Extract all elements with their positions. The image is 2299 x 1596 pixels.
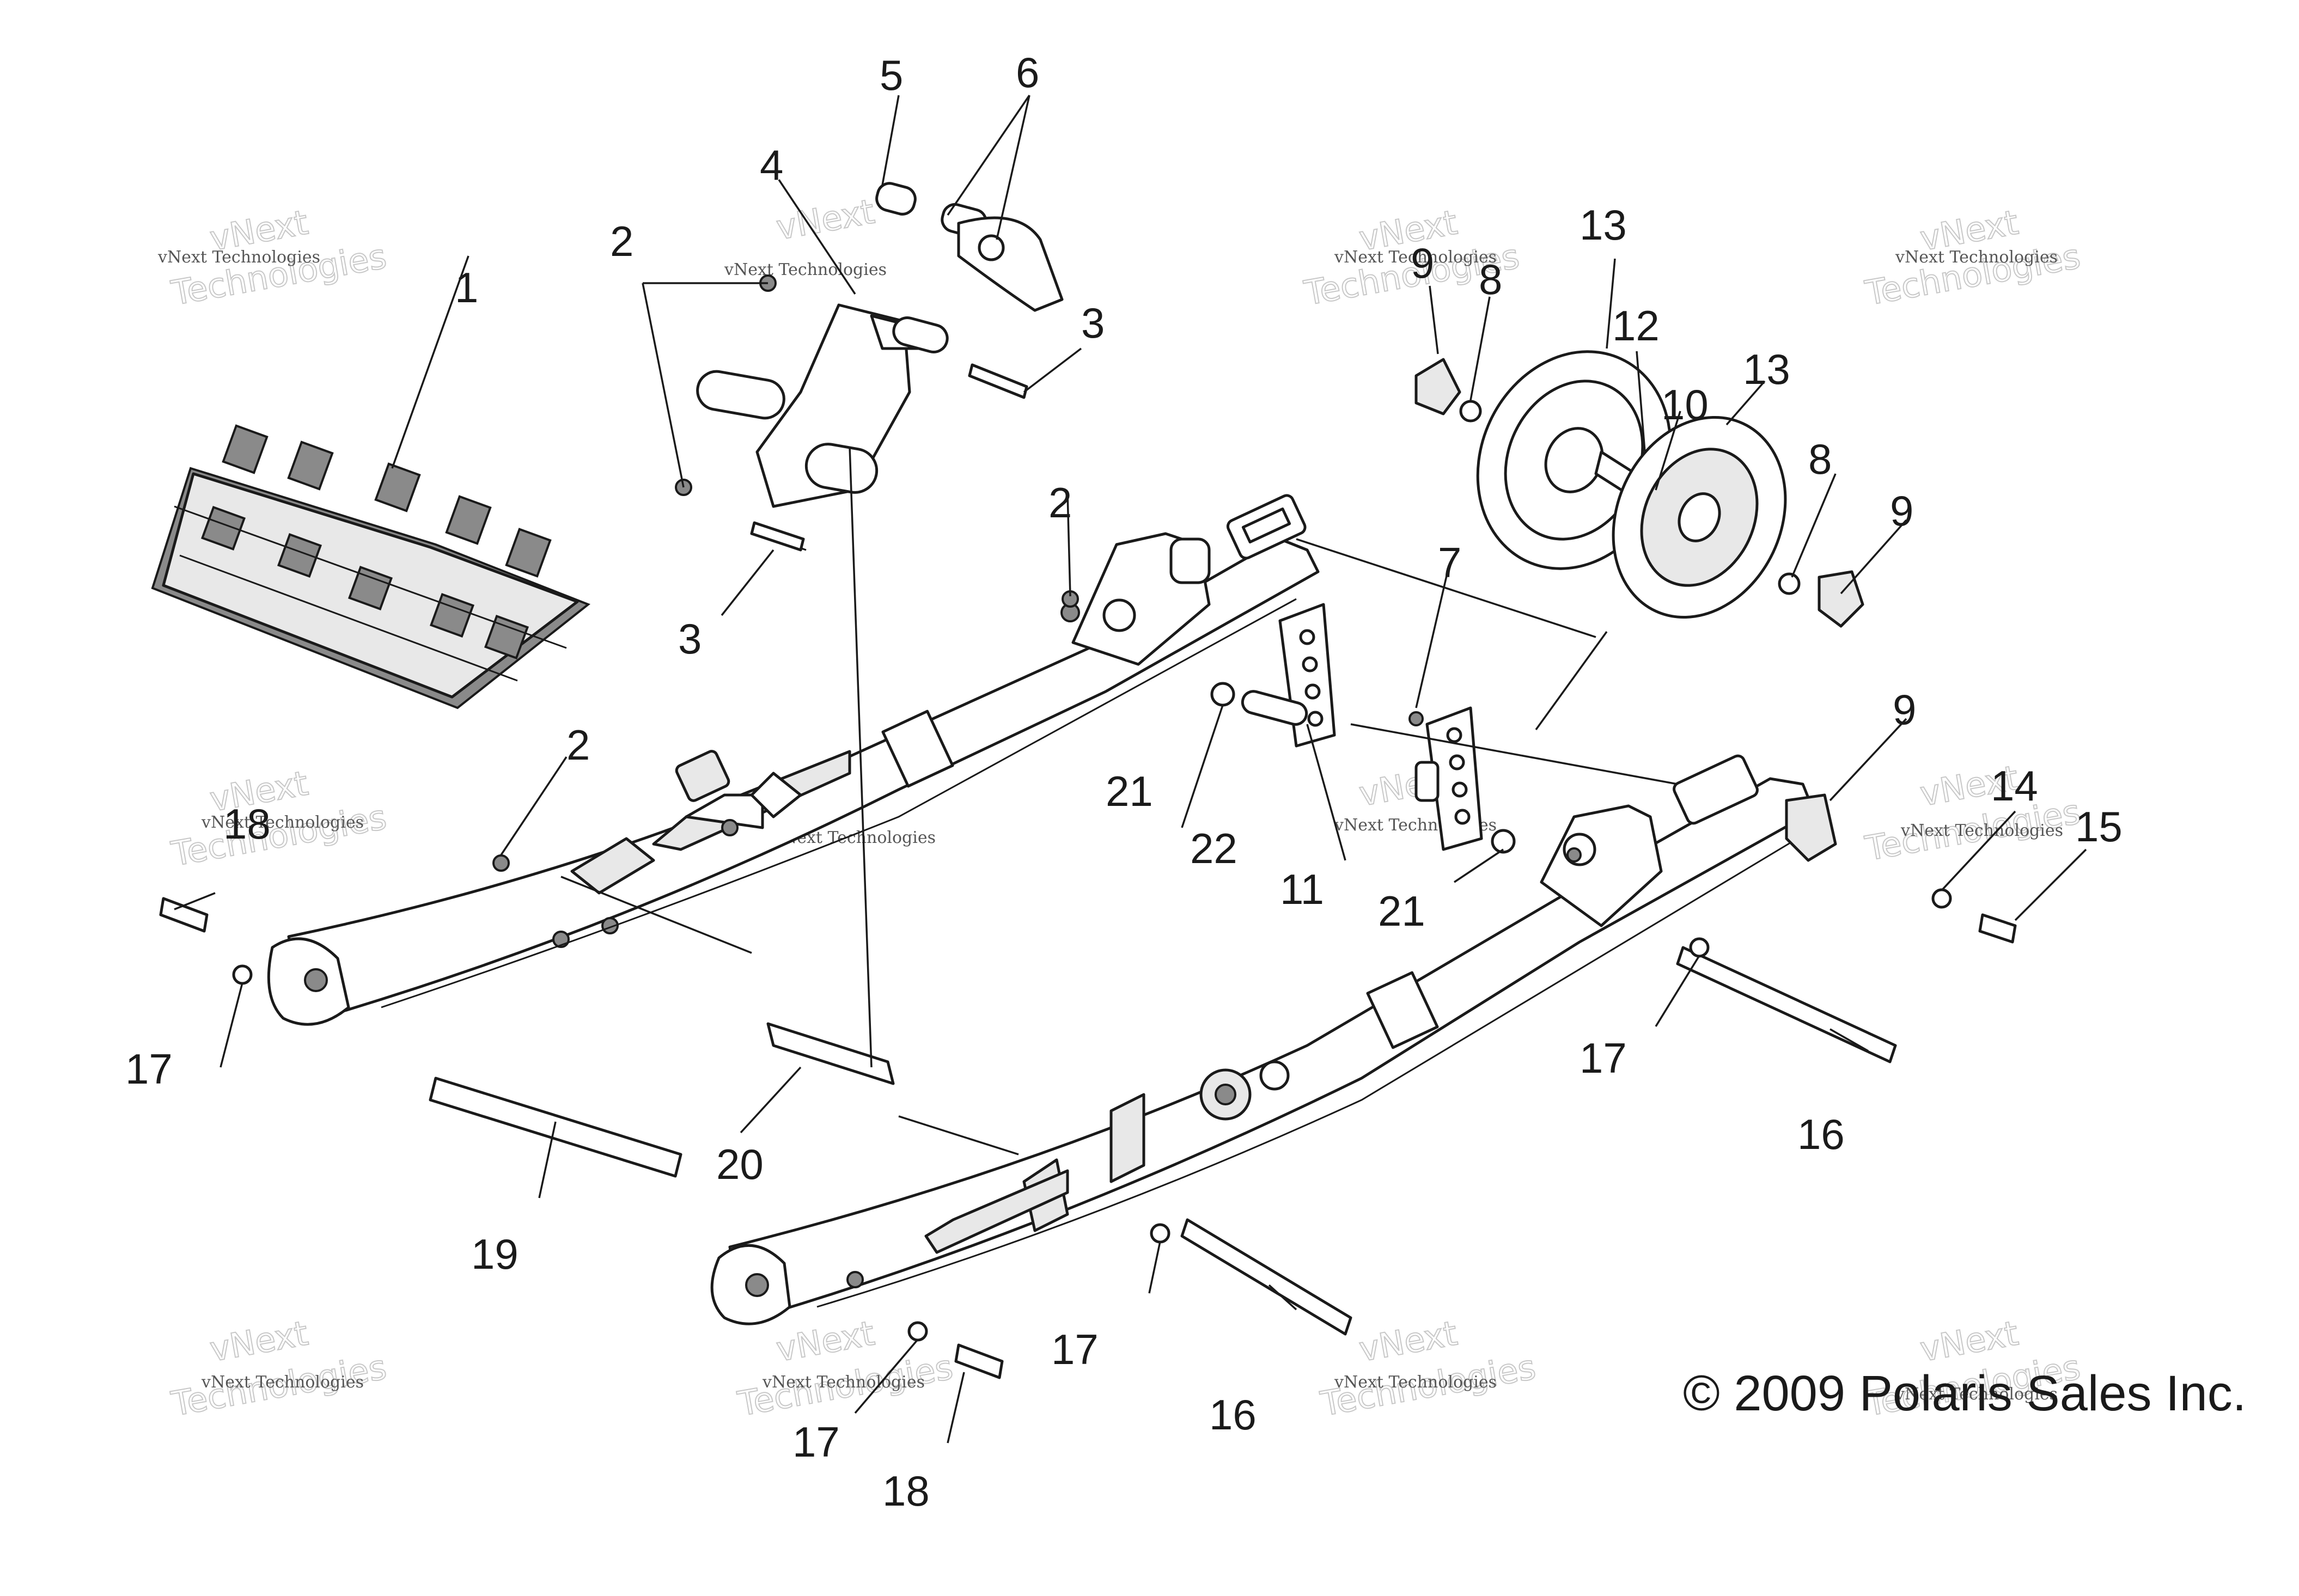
callout-3: 3 [1081,299,1105,347]
callout-8: 8 [1808,435,1832,483]
callout-6: 6 [1016,48,1039,96]
svg-text:vNext Technologies: vNext Technologies [201,813,364,832]
watermark-bottom-right-1: vNext Technologies vNext Technologies [1317,1312,1539,1424]
callout-17: 17 [792,1418,840,1466]
watermark-top-mid: vNext vNext Technologies [724,191,887,279]
callout-2: 2 [1048,479,1072,527]
callout-12: 12 [1612,302,1660,350]
svg-text:vNext: vNext [207,1313,311,1369]
svg-text:Technologies: Technologies [168,797,389,874]
callout-13: 13 [1743,345,1790,393]
watermark-top-right-1: vNext Technologies vNext Technologies [1301,201,1523,314]
callout-21: 21 [1106,767,1153,815]
callout-17: 17 [125,1045,173,1093]
callout-19: 19 [471,1230,519,1278]
callout-18: 18 [223,800,271,848]
callout-20: 20 [716,1140,764,1188]
callout-16: 16 [1797,1110,1845,1158]
callout-2: 2 [610,217,633,265]
callout-10: 10 [1661,381,1709,429]
callout-7: 7 [1438,539,1461,586]
callout-17: 17 [1051,1325,1099,1373]
svg-text:vNext Technologies: vNext Technologies [1334,1373,1497,1392]
svg-text:vNext Technologies: vNext Technologies [1895,1385,2058,1404]
callout-4: 4 [760,141,783,189]
svg-text:vNext Technologies: vNext Technologies [762,1373,925,1392]
idler-wheels-drawing [1414,350,1864,862]
callout-1: 1 [455,264,478,311]
watermark-bottom-left: vNext Technologies vNext Technologies [168,1312,390,1424]
hardware-drawing [159,363,2017,1379]
svg-text:vNext Technologies: vNext Technologies [1895,248,2058,267]
watermark-mid-right-2: vNext Technologies vNext Technologies [1862,757,2084,869]
callout-17: 17 [1580,1034,1627,1082]
track-section-drawing [151,424,590,710]
callout-22: 22 [1190,824,1237,872]
svg-text:vNext Technologies: vNext Technologies [201,1373,364,1392]
svg-text:vNext Technologies: vNext Technologies [724,260,887,279]
watermark-top-right-2: vNext Technologies vNext Technologies [1862,201,2084,314]
center-brackets-drawing [1210,603,1516,854]
watermark-mid-left: vNext Technologies vNext Technologies [168,762,390,875]
right-rail-drawing [267,494,1320,1026]
svg-text:vNext Technologies: vNext Technologies [1900,821,2063,840]
callout-16: 16 [1209,1391,1257,1439]
callout-labels: 1 2 2 2 3 3 4 5 6 7 8 8 9 9 9 10 11 12 1… [125,48,2123,1515]
callout-3: 3 [678,615,702,663]
callout-2: 2 [566,721,590,769]
callout-9: 9 [1893,686,1916,733]
callout-9: 9 [1890,487,1913,535]
callout-8: 8 [1479,255,1502,303]
callout-14: 14 [1991,762,2038,810]
svg-text:vNext: vNext [773,191,877,247]
left-rail-drawing [710,754,1815,1325]
callout-13: 13 [1580,201,1627,249]
svg-text:vNext: vNext [773,1313,877,1369]
svg-text:vNext Technologies: vNext Technologies [157,248,320,267]
callout-15: 15 [2075,803,2123,851]
leader-lines [174,95,2087,1444]
callout-21: 21 [1378,887,1425,935]
svg-text:vNext: vNext [1356,1313,1460,1369]
callout-5: 5 [880,51,903,99]
copyright-notice: © 2009 Polaris Sales Inc. [1683,1366,2246,1421]
svg-text:vNext Technologies: vNext Technologies [1334,248,1497,267]
watermark-top-left: vNext Technologies vNext Technologies [157,201,390,314]
callout-18: 18 [882,1467,930,1515]
callout-9: 9 [1411,239,1434,287]
callout-11: 11 [1280,865,1324,913]
upper-arm-drawing [675,182,1064,551]
